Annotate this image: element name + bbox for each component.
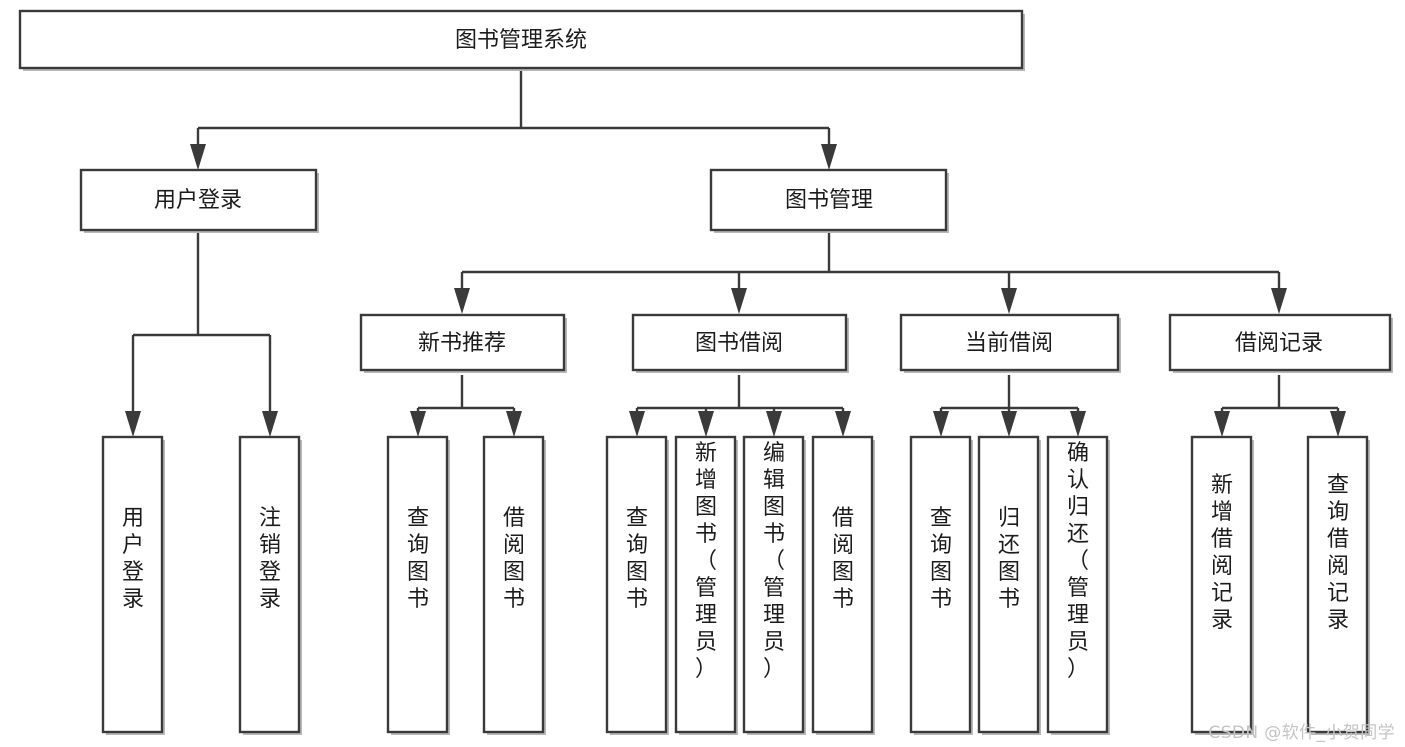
connector-layer	[125, 68, 1346, 437]
arrow-to-book-borrow	[731, 288, 747, 314]
book-borrow-label: 图书借阅	[695, 331, 783, 356]
leaf-add-book-admin-box	[674, 435, 737, 734]
node-leaf-edit-book-admin[interactable]: 编辑图书（管理员）	[742, 435, 806, 735]
leaf-add-borrow-record-box	[1190, 435, 1253, 734]
leaf-query-book-1-label: 查询图书	[407, 506, 429, 612]
arrow-leaf-query-book-1	[410, 411, 426, 437]
book-borrow-box	[631, 313, 848, 372]
leaf-user-login-label: 用户登录	[122, 506, 144, 612]
node-leaf-logout-login[interactable]: 注销登录	[238, 435, 302, 735]
node-leaf-query-borrow-record[interactable]: 查询借阅记录	[1306, 435, 1370, 735]
leaf-borrow-book-2-label: 借阅图书	[832, 506, 854, 612]
leaf-query-book-1-box	[386, 435, 449, 734]
arrow-leaf-add-borrow-record	[1214, 411, 1230, 437]
node-leaf-query-book-3[interactable]: 查询图书	[909, 435, 973, 735]
leaf-add-book-admin-label: 新增图书（管理员）	[695, 441, 717, 682]
node-borrow-record[interactable]: 借阅记录	[1168, 313, 1393, 373]
arrow-to-borrow-record	[1271, 288, 1287, 314]
leaf-query-book-3-box	[909, 435, 972, 734]
arrow-leaf-query-book-2	[629, 411, 645, 437]
leaf-logout-login-box	[238, 435, 301, 734]
node-leaf-add-borrow-record[interactable]: 新增借阅记录	[1190, 435, 1254, 735]
arrow-leaf-borrow-book-2	[835, 411, 851, 437]
borrow-record-label: 借阅记录	[1235, 331, 1323, 356]
arrow-to-new-book-recommend	[454, 288, 470, 314]
node-book-management[interactable]: 图书管理	[709, 168, 949, 233]
current-borrow-label: 当前借阅	[965, 331, 1053, 356]
leaf-add-borrow-record-label: 新增借阅记录	[1211, 473, 1233, 633]
arrow-to-user-login	[190, 144, 206, 170]
leaf-return-book-box	[977, 435, 1040, 734]
arrow-leaf-add-book-admin	[698, 411, 714, 437]
node-leaf-user-login[interactable]: 用户登录	[101, 435, 165, 735]
node-leaf-confirm-return-admin[interactable]: 确认归还（管理员）	[1046, 435, 1110, 735]
node-user-login[interactable]: 用户登录	[79, 168, 319, 233]
leaf-confirm-return-admin-box	[1046, 435, 1109, 734]
node-root[interactable]: 图书管理系统	[18, 9, 1025, 71]
leaf-user-login-box	[101, 435, 164, 734]
leaf-borrow-book-2-box	[811, 435, 874, 734]
book-management-label: 图书管理	[785, 188, 873, 213]
borrow-record-box	[1168, 313, 1392, 372]
user-login-box	[79, 168, 318, 232]
leaf-query-book-2-label: 查询图书	[626, 506, 648, 612]
arrow-leaf-confirm-return-admin	[1070, 411, 1086, 437]
book-management-box	[709, 168, 948, 232]
root-box	[18, 9, 1024, 70]
arrow-leaf-query-book-3	[933, 411, 949, 437]
arrow-leaf-edit-book-admin	[766, 411, 782, 437]
arrow-leaf-user-login	[125, 411, 141, 437]
leaf-logout-login-label: 注销登录	[259, 506, 281, 612]
arrow-leaf-borrow-book-1	[506, 411, 522, 437]
arrow-to-current-borrow	[1001, 288, 1017, 314]
node-new-book-recommend[interactable]: 新书推荐	[359, 313, 567, 373]
leaf-return-book-label: 归还图书	[998, 506, 1020, 612]
leaf-edit-book-admin-label: 编辑图书（管理员）	[763, 441, 785, 682]
csdn-watermark: CSDN @软件_小贺同学	[1208, 723, 1395, 743]
arrow-leaf-return-book	[1001, 411, 1017, 437]
node-leaf-query-book-2[interactable]: 查询图书	[605, 435, 669, 735]
new-book-recommend-box	[359, 313, 566, 372]
node-leaf-query-book-1[interactable]: 查询图书	[386, 435, 450, 735]
node-leaf-add-book-admin[interactable]: 新增图书（管理员）	[674, 435, 738, 735]
node-leaf-borrow-book-2[interactable]: 借阅图书	[811, 435, 875, 735]
leaf-edit-book-admin-box	[742, 435, 805, 734]
arrow-leaf-logout-login	[262, 411, 278, 437]
leaf-query-borrow-record-label: 查询借阅记录	[1327, 473, 1349, 633]
node-leaf-borrow-book-1[interactable]: 借阅图书	[482, 435, 546, 735]
user-login-label: 用户登录	[154, 188, 242, 213]
arrow-leaf-query-borrow-record	[1330, 411, 1346, 437]
node-leaf-return-book[interactable]: 归还图书	[977, 435, 1041, 735]
node-book-borrow[interactable]: 图书借阅	[631, 313, 849, 373]
leaf-borrow-book-1-box	[482, 435, 545, 734]
leaf-query-book-2-box	[605, 435, 668, 734]
leaf-query-borrow-record-box	[1306, 435, 1369, 734]
current-borrow-box	[899, 313, 1120, 372]
new-book-recommend-label: 新书推荐	[418, 331, 506, 356]
leaf-borrow-book-1-label: 借阅图书	[503, 506, 525, 612]
node-current-borrow[interactable]: 当前借阅	[899, 313, 1121, 373]
root-label: 图书管理系统	[455, 28, 587, 53]
arrow-to-book-management	[821, 144, 837, 170]
leaf-confirm-return-admin-label: 确认归还（管理员）	[1067, 441, 1089, 682]
leaf-query-book-3-label: 查询图书	[930, 506, 952, 612]
